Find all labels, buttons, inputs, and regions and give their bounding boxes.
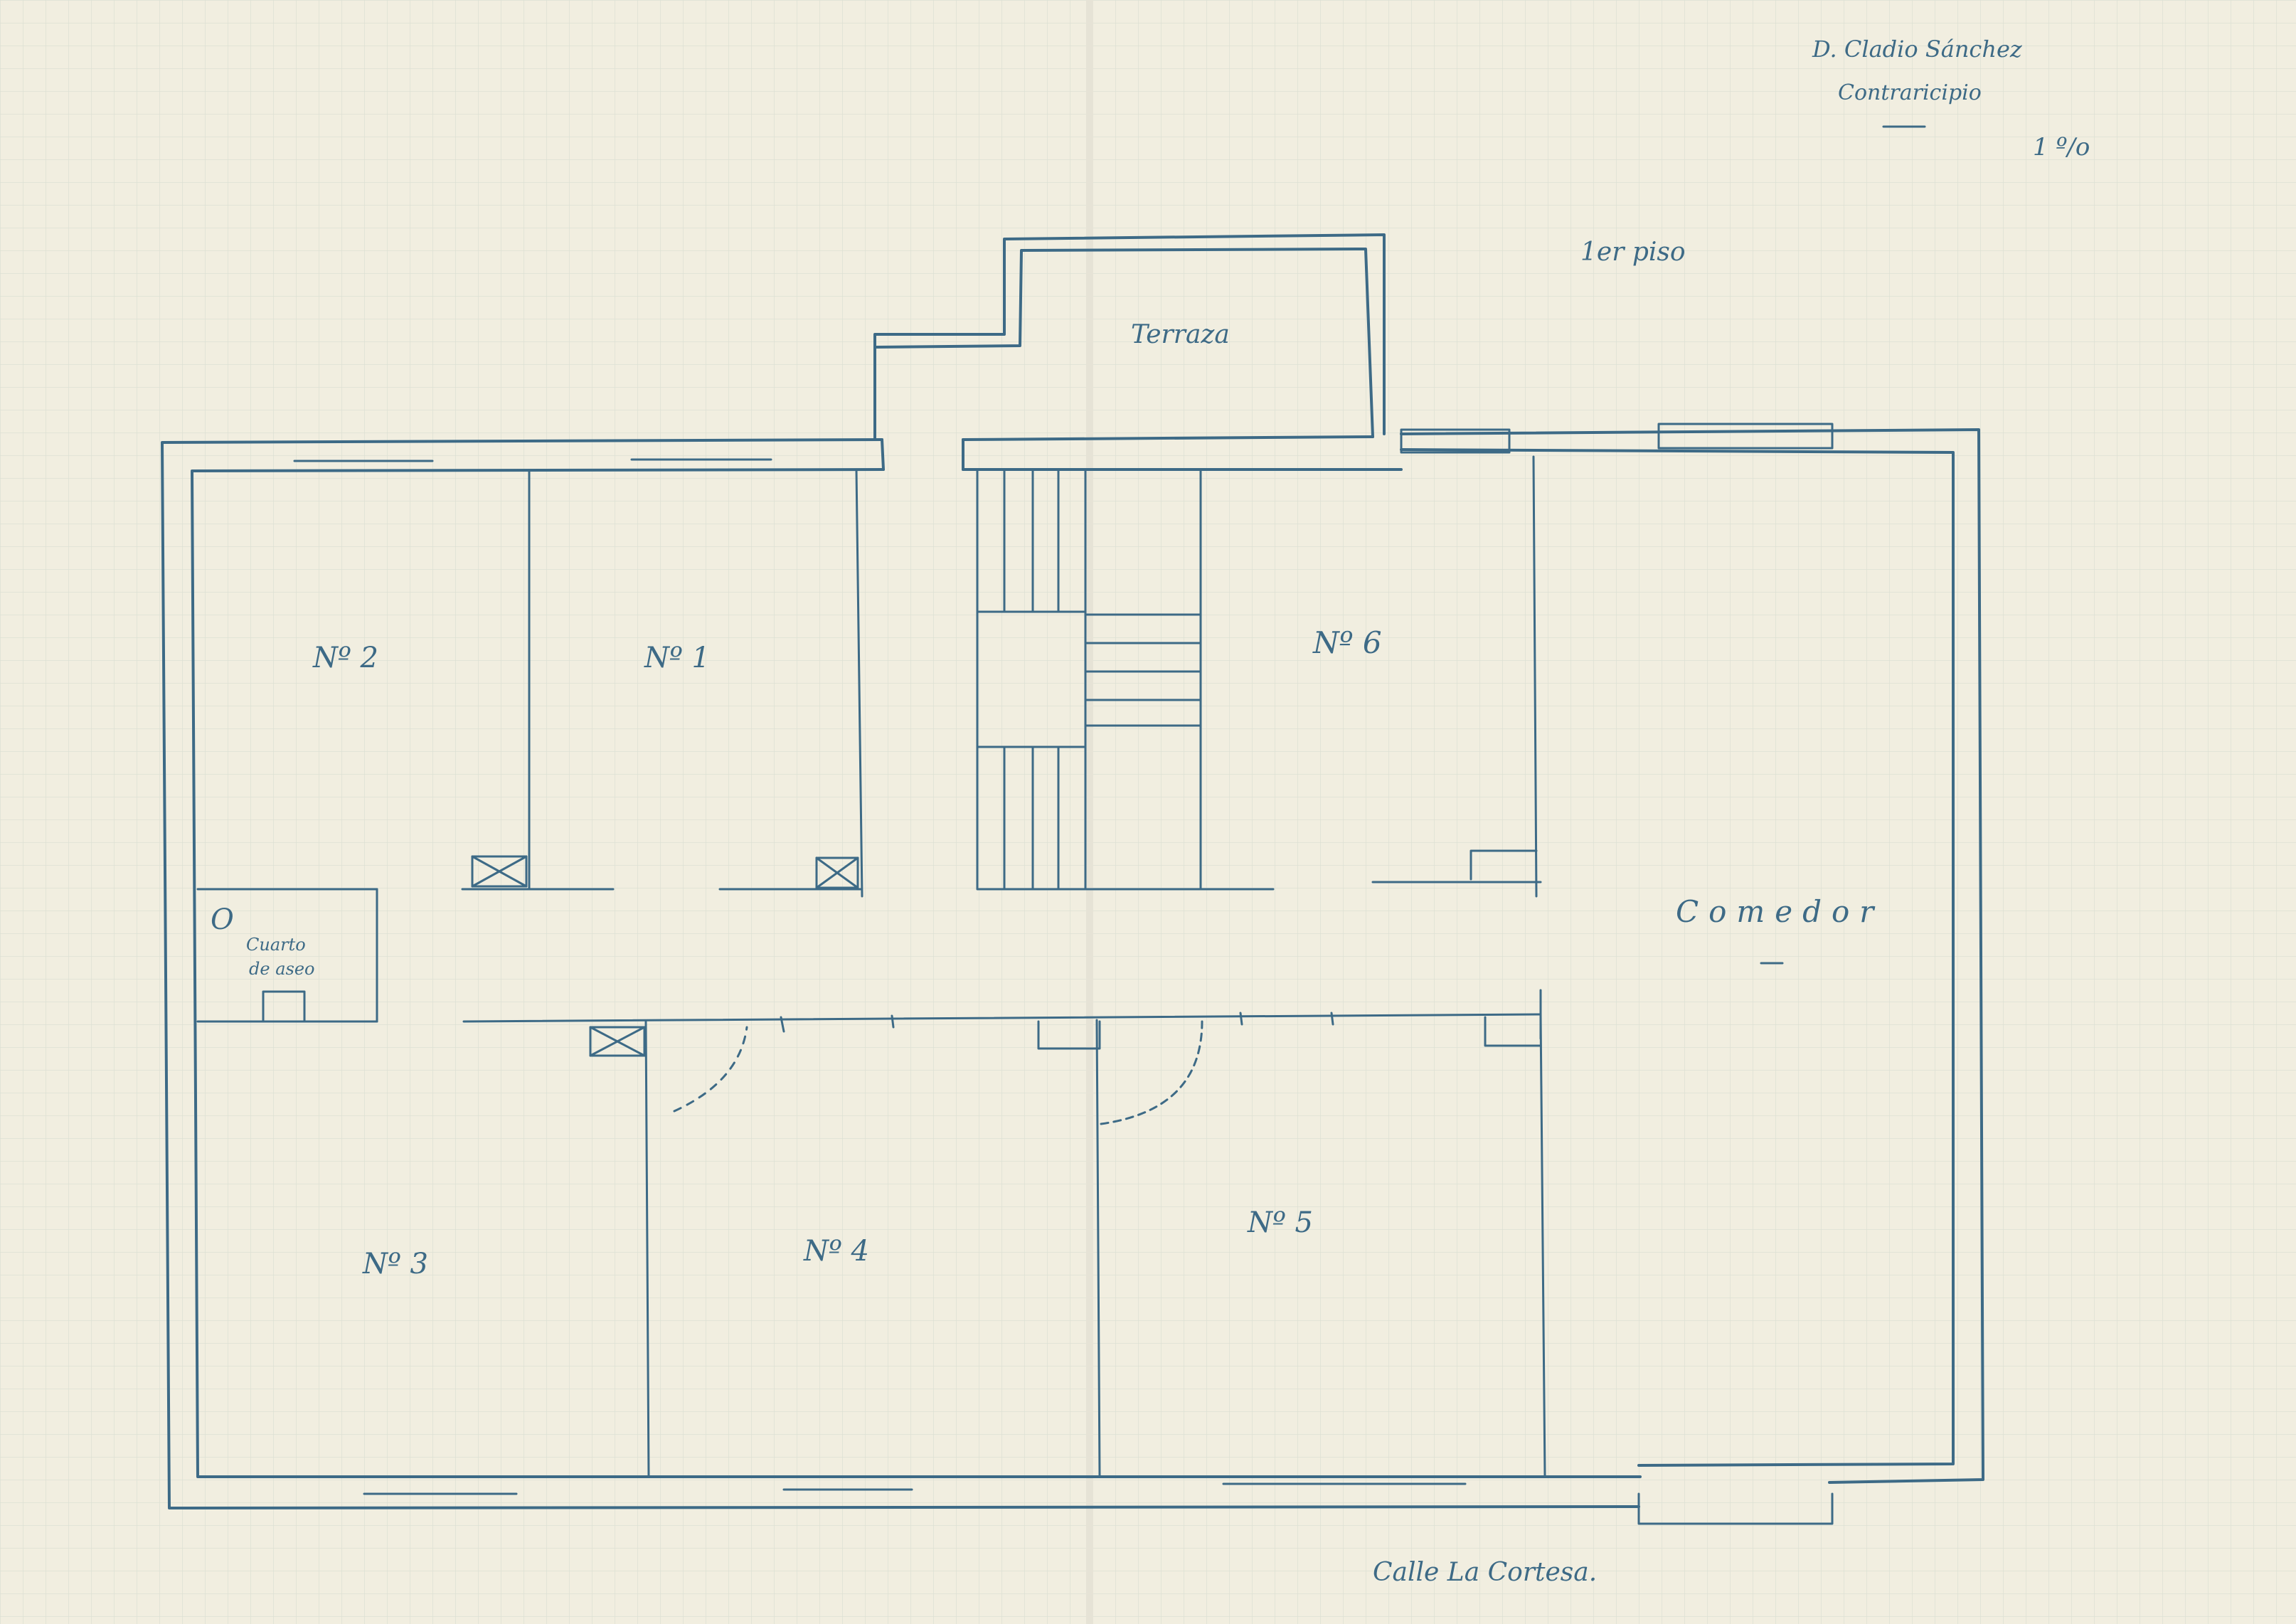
room-label-cuarto-line1: Cuarto: [246, 935, 306, 955]
duct-boxes: [471, 855, 859, 1057]
staircase: [976, 468, 1202, 891]
room-label-terraza: Terraza: [1131, 320, 1230, 349]
room-label-comedor: Comedor: [1676, 894, 1883, 929]
street-label: Calle La Cortesa.: [1373, 1558, 1597, 1587]
interior-walls-top: [461, 455, 1542, 898]
room-label-n4: Nº 4: [803, 1235, 869, 1268]
room-label-n1: Nº 1: [644, 642, 710, 674]
window-marks: [293, 423, 1834, 1525]
cuarto-symbol: O: [211, 903, 234, 936]
terraza-outline: [873, 233, 1386, 441]
room-label-n6: Nº 6: [1312, 625, 1382, 660]
room-label-n3: Nº 3: [362, 1248, 428, 1280]
owner-label: D. Cladio Sánchez: [1812, 36, 2023, 63]
floor-label: 1er piso: [1580, 238, 1686, 267]
room-label-n2: Nº 2: [312, 642, 378, 674]
interior-walls-bottom: [462, 962, 1784, 1478]
sheet-mark: 1 º/o: [2033, 133, 2090, 161]
room-label-cuarto-line2: de aseo: [249, 959, 314, 979]
room-label-n5: Nº 5: [1247, 1206, 1313, 1239]
cuarto-de-aseo: [196, 888, 378, 1023]
subtitle-label: Contraricipio: [1838, 80, 1982, 105]
